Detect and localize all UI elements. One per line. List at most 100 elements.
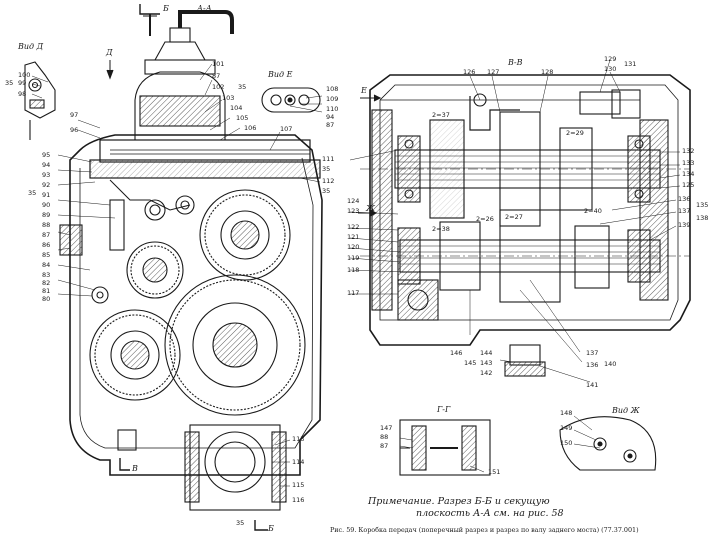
callout-123: 123 [347, 207, 360, 215]
callout-120: 120 [347, 243, 360, 251]
callout-131: 131 [624, 60, 637, 68]
callout-96: 96 [70, 126, 79, 134]
callout-141: 141 [586, 381, 599, 389]
callout-150: 150 [560, 439, 573, 447]
callout-84: 84 [42, 261, 51, 269]
arrow-zh-label: Ж [366, 204, 375, 213]
callout-137-right: 137 [678, 207, 691, 215]
callout-132: 132 [682, 147, 695, 155]
callout-35-cr2: 35 [322, 187, 331, 195]
callout-87-gg: 87 [380, 442, 389, 450]
callout-87-top: 87 [212, 72, 221, 80]
shaft-section [358, 74, 691, 377]
callout-109: 109 [326, 95, 339, 103]
callout-107: 107 [280, 125, 293, 133]
callout-135: 135 [696, 201, 709, 209]
callout-90: 90 [42, 201, 51, 209]
callout-87: 87 [42, 231, 51, 239]
callout-35-cr1: 35 [322, 165, 331, 173]
figure-note: Примечание. Разрез Б-Б и секущую плоскос… [368, 496, 564, 520]
callout-94: 94 [42, 161, 51, 169]
callout-147: 147 [380, 424, 393, 432]
callout-92: 92 [42, 181, 51, 189]
view-e-detail [261, 87, 321, 113]
callout-133: 133 [682, 159, 695, 167]
callout-95: 95 [42, 151, 51, 159]
view-zh-title: Вид Ж [612, 406, 640, 415]
callout-100: 100 [18, 71, 31, 79]
callout-127: 127 [487, 68, 500, 76]
note-line-2: плоскость А-А см. на рис. 58 [416, 508, 564, 519]
callout-85: 85 [42, 251, 51, 259]
callout-145: 145 [464, 359, 477, 367]
callout-83: 83 [42, 271, 51, 279]
callout-119: 119 [347, 254, 360, 262]
callout-136: 136 [678, 195, 691, 203]
callout-115: 115 [292, 481, 305, 489]
callout-81: 81 [42, 287, 51, 295]
gear-mark-26: 2=26 [476, 215, 494, 223]
callout-125: 125 [682, 181, 695, 189]
note-line-1: Примечание. Разрез Б-Б и секущую [368, 496, 550, 507]
gear-mark-27: 2=27 [505, 213, 523, 221]
callout-110: 110 [326, 105, 339, 113]
callout-117: 117 [347, 289, 360, 297]
gear-mark-40: 2=40 [584, 207, 602, 215]
section-v-bottom-label: В [132, 464, 138, 473]
callout-139: 139 [678, 221, 691, 229]
callout-97: 97 [70, 111, 79, 119]
callout-101: 101 [212, 60, 225, 68]
callout-121: 121 [347, 233, 360, 241]
callout-103: 103 [222, 94, 235, 102]
section-b-top-label: Б [163, 4, 169, 13]
callout-88-gg: 88 [380, 433, 389, 441]
callout-126: 126 [463, 68, 476, 76]
callout-105: 105 [236, 114, 249, 122]
callout-104: 104 [230, 104, 243, 112]
callout-143: 143 [480, 359, 493, 367]
section-vv-title: В-В [508, 58, 523, 67]
view-d-title: Вид Д [18, 42, 44, 51]
figure-caption: Рис. 59. Коробка передач (поперечный раз… [330, 526, 639, 534]
gear-mark-38: 2=38 [432, 225, 450, 233]
gear-mark-37: 2=37 [432, 111, 450, 119]
callout-142: 142 [480, 369, 493, 377]
callout-111: 111 [322, 155, 335, 163]
callout-116: 116 [292, 496, 305, 504]
callout-94-e: 94 [326, 113, 335, 121]
callout-98: 98 [18, 90, 27, 98]
callout-99: 99 [18, 79, 27, 87]
callout-149: 149 [560, 424, 573, 432]
callout-106: 106 [244, 124, 257, 132]
callout-93: 93 [42, 171, 51, 179]
section-gg-detail [399, 419, 491, 476]
callout-82: 82 [42, 279, 51, 287]
view-d-detail [24, 61, 56, 140]
callout-137-bottom: 137 [586, 349, 599, 357]
callout-140: 140 [604, 360, 617, 368]
callout-136-bottom: 136 [586, 361, 599, 369]
section-gg-title: Г-Г [437, 405, 451, 414]
callout-86: 86 [42, 241, 51, 249]
callout-112: 112 [322, 177, 335, 185]
section-b-bottom-label: Б [268, 524, 274, 533]
arrow-d-label: Д [106, 48, 113, 57]
callout-113: 113 [292, 435, 305, 443]
callout-114: 114 [292, 458, 305, 466]
arrow-e-label: Е [361, 86, 367, 95]
callout-146: 146 [450, 349, 463, 357]
callout-80: 80 [42, 295, 51, 303]
callout-87-e: 87 [326, 121, 335, 129]
callout-138: 138 [696, 214, 709, 222]
callout-35-top: 35 [238, 83, 247, 91]
callout-134: 134 [682, 170, 695, 178]
callout-35-left-top: 35 [5, 79, 14, 87]
callout-118: 118 [347, 266, 360, 274]
callout-35-bottom: 35 [236, 519, 245, 527]
gear-mark-29: 2=29 [566, 129, 584, 137]
view-zh-detail [559, 416, 657, 471]
leader-lines [31, 59, 681, 487]
callout-148: 148 [560, 409, 573, 417]
